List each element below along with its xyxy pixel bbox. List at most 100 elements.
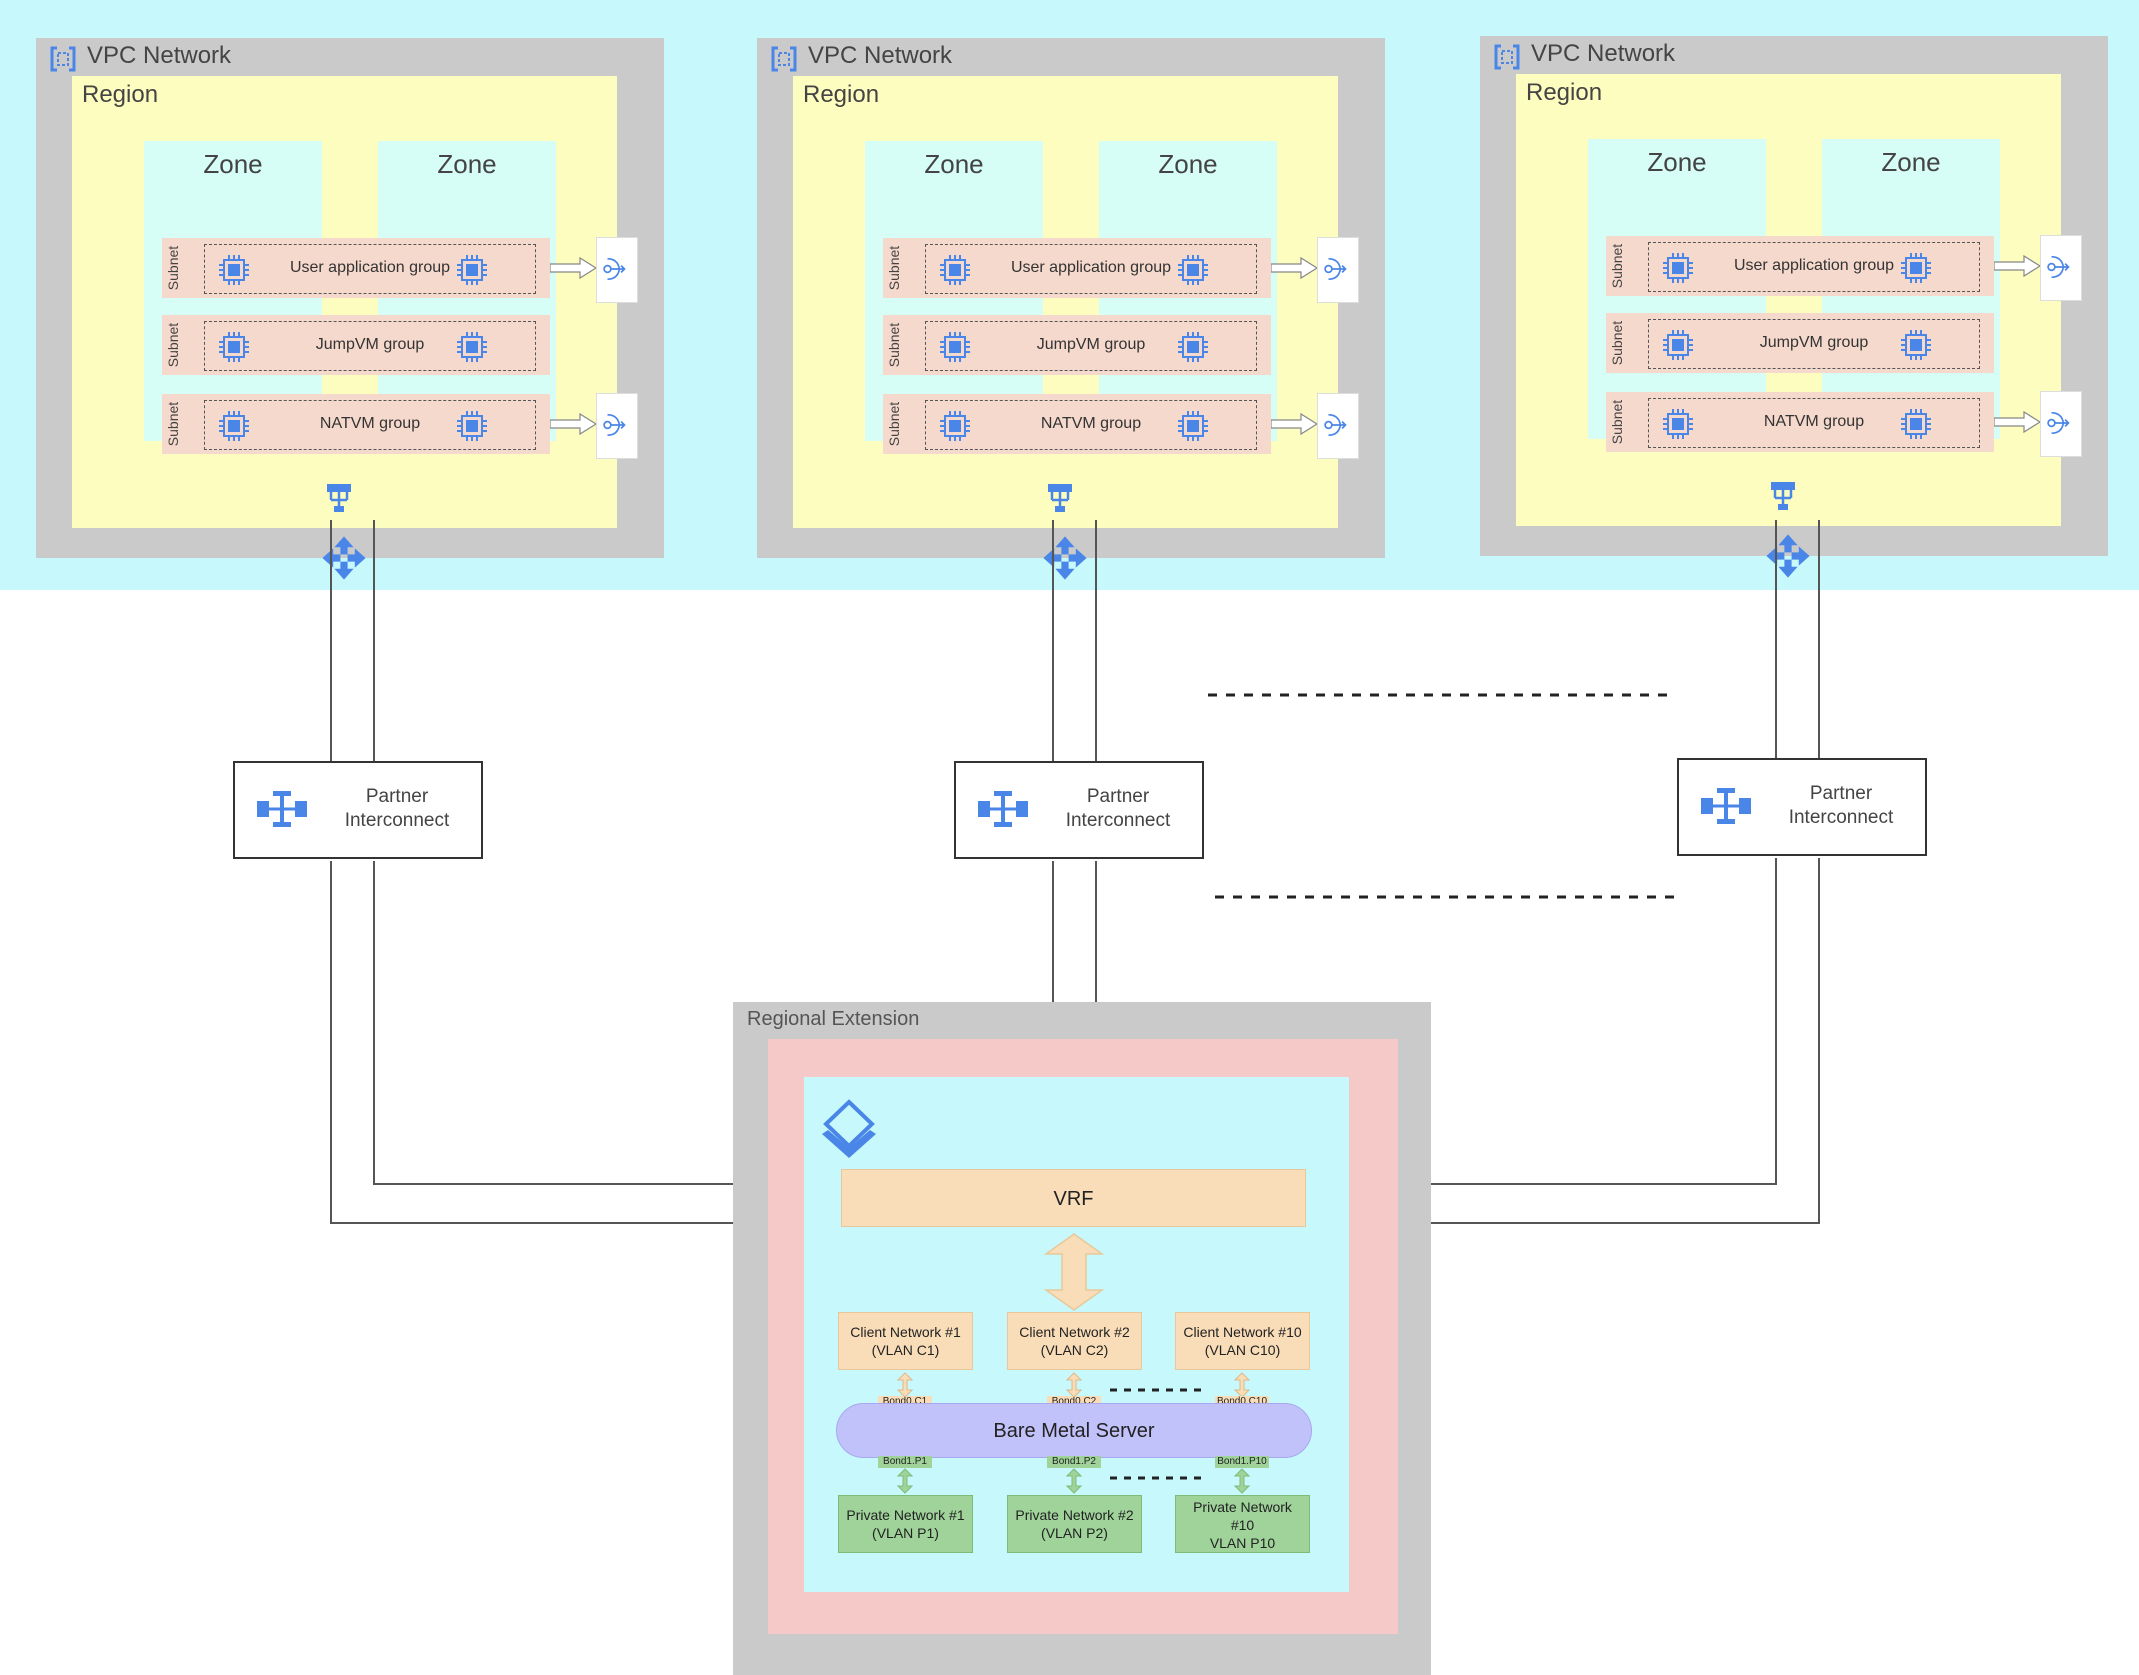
instance-group-label: NATVM group (1040, 415, 1142, 432)
private-network-2: Private Network #2 (VLAN P2) (1007, 1495, 1142, 1553)
load-balancer (2040, 391, 2082, 457)
pi-line-2: Interconnect (1788, 807, 1894, 828)
instance-group: User application group (204, 244, 536, 294)
subnet-1: Subnet User application group (162, 238, 550, 298)
subnet-1: Subnet User application group (883, 238, 1271, 298)
client-link-arrow-icon (897, 1372, 913, 1398)
instance-group-label: JumpVM group (315, 336, 425, 353)
private-link-arrow-icon (1066, 1468, 1082, 1494)
client-network-1: Client Network #1 (VLAN C1) (838, 1312, 973, 1370)
private-network-name: Private Network (1193, 1499, 1292, 1515)
partner-interconnect-label: Partner Interconnect (1048, 785, 1188, 833)
instance-group-label: User application group (1733, 257, 1895, 274)
region: Region Zone Zone Subnet User application… (72, 76, 638, 580)
vpc-network-1: VPC Network Region Zone Zone Subnet User… (36, 38, 664, 580)
zone-title: Zone (1158, 149, 1218, 179)
region-title: Region (1526, 79, 1603, 106)
zone-title: Zone (1881, 147, 1941, 177)
instance-group: User application group (1648, 242, 1980, 292)
private-bond-tag: Bond1.P1 (878, 1456, 932, 1468)
region-title: Region (803, 81, 880, 108)
zone-title: Zone (203, 149, 263, 179)
instance-group: JumpVM group (1648, 319, 1980, 369)
private-bond-tag: Bond1.P10 (1215, 1456, 1269, 1468)
private-link-arrow-icon (897, 1468, 913, 1494)
instance-group-label: NATVM group (1763, 413, 1865, 430)
load-balancer (596, 237, 638, 303)
instance-group: NATVM group (204, 400, 536, 450)
pi-line-2: Interconnect (1065, 810, 1171, 831)
load-balancer (2040, 235, 2082, 301)
subnet-2: Subnet JumpVM group (162, 315, 550, 375)
private-bond-tag: Bond1.P2 (1047, 1456, 1101, 1468)
subnet-3: Subnet NATVM group (1606, 392, 1994, 452)
partner-interconnect-2: Partner Interconnect (954, 761, 1204, 859)
private-network-3: Private Network #10 VLAN P10 (1175, 1495, 1310, 1553)
lb-arrow (1271, 256, 1319, 280)
client-network-name: Client Network #2 (1019, 1324, 1130, 1340)
instance-group: NATVM group (1648, 398, 1980, 448)
link-pi3-vrf-a (1306, 858, 1777, 1185)
bare-metal-server: Bare Metal Server (836, 1403, 1312, 1458)
instance-group-label: User application group (289, 259, 451, 276)
interconnect-icon (1701, 788, 1751, 824)
link-pi1-vrf-b (373, 861, 841, 1185)
vpc-title: VPC Network (87, 42, 232, 69)
pi-line-1: Partner (1086, 786, 1150, 807)
private-network-1: Private Network #1 (VLAN P1) (838, 1495, 973, 1553)
client-network-vlan: (VLAN C10) (1204, 1342, 1281, 1358)
private-network-vlan: (VLAN P1) (872, 1525, 939, 1541)
server-ellipsis (1110, 1388, 1205, 1480)
subnet-1: Subnet User application group (1606, 236, 1994, 296)
subnet-3: Subnet NATVM group (883, 394, 1271, 454)
zone-title: Zone (437, 149, 497, 179)
instance-group: JumpVM group (204, 321, 536, 371)
subnet-2: Subnet JumpVM group (1606, 313, 1994, 373)
client-network-3: Client Network #10 (VLAN C10) (1175, 1312, 1310, 1370)
client-network-name: Client Network #1 (850, 1324, 961, 1340)
load-balancer (1317, 237, 1359, 303)
load-balancer (1317, 393, 1359, 459)
regional-extension-title: Regional Extension (747, 1008, 920, 1030)
lb-arrow (550, 256, 598, 280)
lb-arrow (1271, 412, 1319, 436)
vpc-title: VPC Network (808, 42, 953, 69)
lb-arrow (1994, 254, 2042, 278)
instance-group-label: User application group (1010, 259, 1172, 276)
partner-interconnect-label: Partner Interconnect (1771, 782, 1911, 830)
subnet-2: Subnet JumpVM group (883, 315, 1271, 375)
region: Region Zone Zone Subnet User application… (1516, 74, 2082, 578)
instance-group: User application group (925, 244, 1257, 294)
link-pi3-vrf-b (1306, 858, 1820, 1224)
region-title: Region (82, 81, 159, 108)
private-network-name: Private Network #1 (846, 1507, 965, 1523)
interconnect-icon (978, 791, 1028, 827)
private-network-extra: VLAN P10 (1209, 1535, 1276, 1551)
vrf-box: VRF (841, 1169, 1306, 1227)
private-network-name: Private Network #2 (1015, 1507, 1134, 1523)
instance-group-label: NATVM group (319, 415, 421, 432)
partner-interconnect-1: Partner Interconnect (233, 761, 483, 859)
instance-group: NATVM group (925, 400, 1257, 450)
pi-line-2: Interconnect (344, 810, 450, 831)
vpc-network-3: VPC Network Region Zone Zone Subnet User… (1480, 36, 2108, 578)
private-network-vlan: #10 (1230, 1517, 1255, 1533)
client-link-arrow-icon (1234, 1372, 1250, 1398)
client-network-name: Client Network #10 (1183, 1324, 1302, 1340)
private-network-vlan: (VLAN P2) (1041, 1525, 1108, 1541)
interconnect-icon (257, 791, 307, 827)
vrf-double-arrow-icon (1044, 1233, 1104, 1311)
client-network-vlan: (VLAN C1) (871, 1342, 940, 1358)
vpc-network-icon (771, 46, 797, 72)
instance-group: JumpVM group (925, 321, 1257, 371)
vrf-label: VRF (1053, 1188, 1094, 1210)
client-network-vlan: (VLAN C2) (1040, 1342, 1109, 1358)
layers-icon (822, 1099, 876, 1158)
region: Region Zone Zone Subnet User application… (793, 76, 1359, 580)
client-network-2: Client Network #2 (VLAN C2) (1007, 1312, 1142, 1370)
vpc-network-icon (1494, 44, 1520, 70)
load-balancer (596, 393, 638, 459)
subnet-3: Subnet NATVM group (162, 394, 550, 454)
instance-group-label: JumpVM group (1759, 334, 1869, 351)
link-pi1-vrf-a (330, 861, 841, 1224)
